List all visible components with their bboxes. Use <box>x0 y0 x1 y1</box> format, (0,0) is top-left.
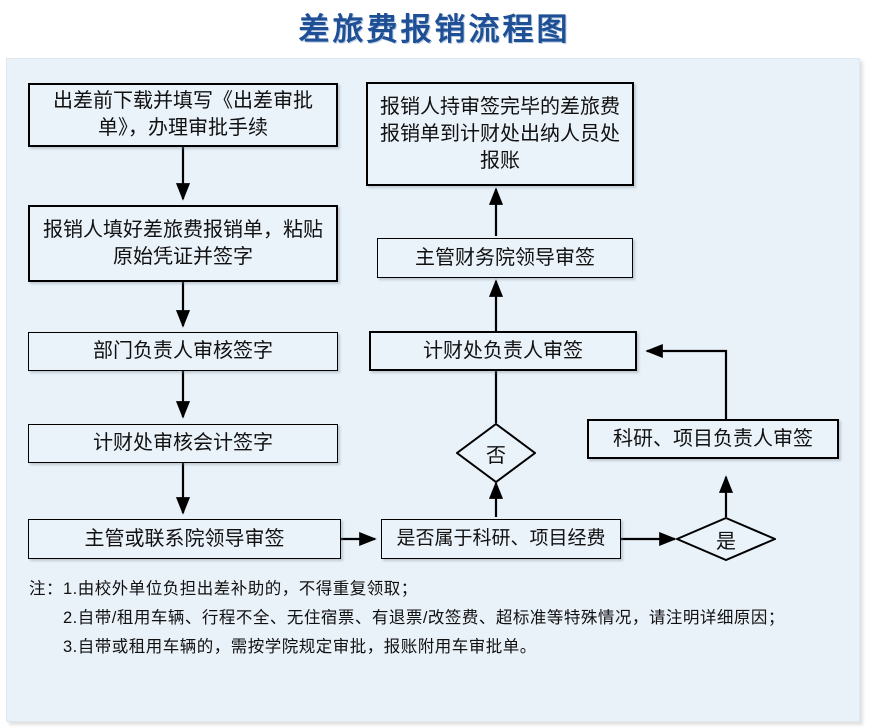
flow-node-supervising-college-leader-approval[interactable]: 主管或联系院领导审签 <box>28 519 341 559</box>
note-line-1: 注：1.由校外单位负担出差补助的，不得重复领取； <box>29 575 849 604</box>
flow-node-department-head-review[interactable]: 部门负责人审核签字 <box>28 332 338 371</box>
flow-node-label: 部门负责人审核签字 <box>93 340 273 362</box>
flow-decision-no[interactable]: 否 <box>456 423 536 483</box>
flow-decision-yes[interactable]: 是 <box>676 517 776 561</box>
note-item-2: 2.自带/租用车辆、行程不全、无住宿票、有退票/改签费、超标准等特殊情况，请注明… <box>63 608 785 627</box>
flow-node-research-project-leader-approval[interactable]: 科研、项目负责人审签 <box>587 419 839 459</box>
flow-node-label: 主管财务院领导审签 <box>415 246 595 269</box>
flow-node-finance-office-accountant-review[interactable]: 计财处审核会计签字 <box>28 424 338 463</box>
page-title: 差旅费报销流程图 <box>298 12 571 47</box>
flow-node-label: 是否属于科研、项目经费 <box>396 528 606 550</box>
flow-node-cashier-settlement[interactable]: 报销人持审签完毕的差旅费报销单到计财处出纳人员处报账 <box>366 82 634 186</box>
flow-node-label: 出差前下载并填写《出差审批单》，办理审批手续 <box>53 90 313 139</box>
flowchart-panel: 出差前下载并填写《出差审批单》，办理审批手续 报销人填好差旅费报销单，粘贴原始凭… <box>6 58 860 722</box>
flow-node-label: 科研、项目负责人审签 <box>613 427 813 450</box>
flow-node-label: 主管或联系院领导审签 <box>84 527 285 550</box>
note-line-2: 2.自带/租用车辆、行程不全、无住宿票、有退票/改签费、超标准等特殊情况，请注明… <box>29 604 849 633</box>
flow-node-label: 报销人持审签完毕的差旅费报销单到计财处出纳人员处报账 <box>380 95 620 172</box>
notes-block: 注：1.由校外单位负担出差补助的，不得重复领取； 2.自带/租用车辆、行程不全、… <box>29 575 849 662</box>
flow-decision-yes-label: 是 <box>716 530 736 553</box>
flow-node-fill-reimbursement-form[interactable]: 报销人填好差旅费报销单，粘贴原始凭证并签字 <box>28 205 338 282</box>
flow-node-label: 计财处审核会计签字 <box>93 432 273 454</box>
notes-lead: 注： <box>29 580 63 598</box>
flow-node-finance-office-head-approval[interactable]: 计财处负责人审签 <box>369 331 637 371</box>
flow-node-label: 报销人填好差旅费报销单，粘贴原始凭证并签字 <box>43 218 323 268</box>
note-item-3: 3.自带或租用车辆的，需按学院规定审批，报账附用车审批单。 <box>63 637 537 656</box>
note-line-3: 3.自带或租用车辆的，需按学院规定审批，报账附用车审批单。 <box>29 633 849 662</box>
flow-node-finance-vice-president-approval[interactable]: 主管财务院领导审签 <box>377 238 633 278</box>
flow-decision-no-label: 否 <box>486 444 506 467</box>
flow-node-is-research-project-funding[interactable]: 是否属于科研、项目经费 <box>381 519 621 559</box>
flow-node-travel-approval-form[interactable]: 出差前下载并填写《出差审批单》，办理审批手续 <box>28 83 338 147</box>
flow-node-label: 计财处负责人审签 <box>423 339 583 362</box>
note-item-1: 1.由校外单位负担出差补助的，不得重复领取； <box>63 580 418 598</box>
